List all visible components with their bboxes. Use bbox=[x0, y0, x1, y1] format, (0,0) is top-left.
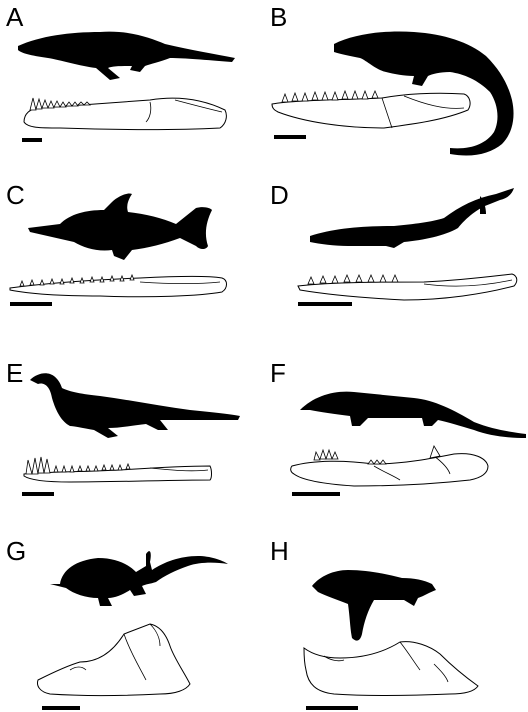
panel-a-figure bbox=[0, 0, 264, 178]
turtle-silhouette bbox=[50, 551, 228, 606]
lower-jaw-drawing bbox=[10, 277, 227, 297]
scale-bar bbox=[42, 706, 80, 710]
lower-jaw-drawing bbox=[24, 98, 226, 129]
lower-jaw-drawing bbox=[272, 93, 470, 128]
panel-e-figure bbox=[0, 356, 264, 534]
lower-jaw-drawing bbox=[304, 642, 478, 696]
ichthyosaur-silhouette bbox=[28, 193, 212, 260]
scale-bar bbox=[306, 706, 358, 710]
scale-bar bbox=[22, 138, 42, 142]
panel-c-figure bbox=[0, 178, 264, 356]
panel-g: G bbox=[0, 534, 264, 712]
sea-turtle-silhouette bbox=[312, 570, 436, 641]
pliosaur-silhouette bbox=[18, 32, 235, 80]
scale-bar bbox=[274, 135, 306, 139]
thalattosuchian-silhouette bbox=[310, 188, 514, 248]
scale-bar bbox=[298, 302, 352, 306]
nothosaur-silhouette bbox=[30, 373, 240, 438]
lower-jaw-drawing bbox=[24, 466, 212, 482]
panel-h-figure bbox=[264, 534, 528, 712]
scale-bar bbox=[22, 492, 54, 496]
panel-c: C bbox=[0, 178, 264, 356]
panel-f: F bbox=[264, 356, 528, 534]
scale-bar bbox=[10, 302, 52, 306]
panel-e: E bbox=[0, 356, 264, 534]
panel-b-figure bbox=[264, 0, 528, 178]
panel-h: H bbox=[264, 534, 528, 712]
panel-f-figure bbox=[264, 356, 528, 534]
scale-bar bbox=[292, 492, 340, 496]
panel-d: D bbox=[264, 178, 528, 356]
panel-g-figure bbox=[0, 534, 264, 712]
tanystropheid-silhouette bbox=[300, 392, 526, 438]
lower-jaw-drawing bbox=[38, 624, 191, 696]
lower-jaw-drawing bbox=[298, 274, 517, 300]
panel-a: A bbox=[0, 0, 264, 178]
panel-b: B bbox=[264, 0, 528, 178]
panel-d-figure bbox=[264, 178, 528, 356]
